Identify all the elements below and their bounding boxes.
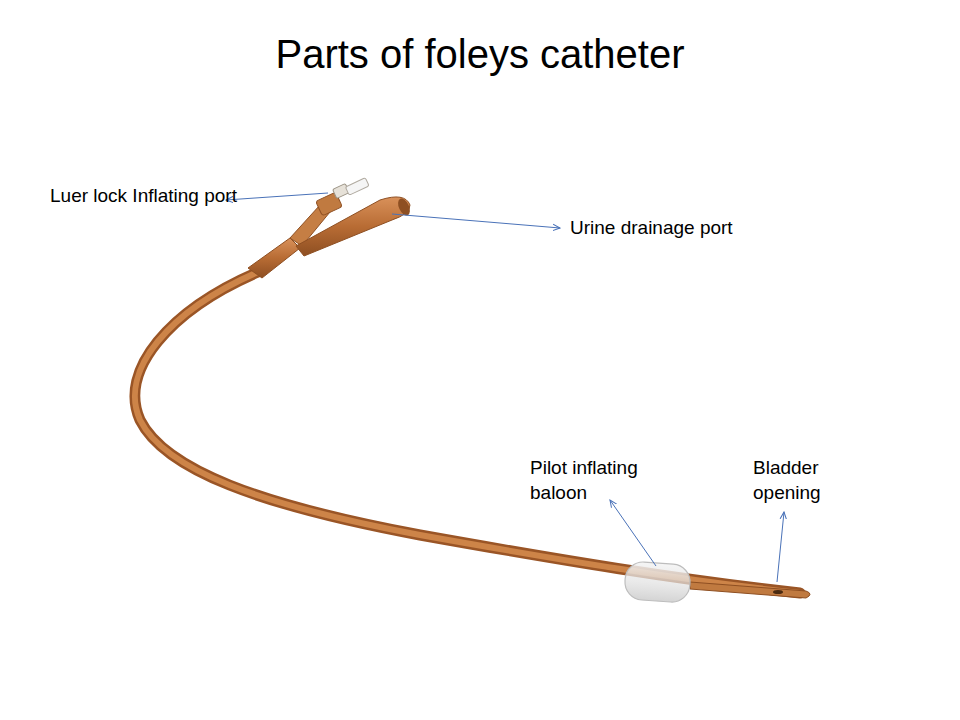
- balloon: [624, 561, 691, 603]
- y-junction: [248, 238, 300, 278]
- part-label: Bladder opening: [753, 456, 853, 505]
- leader-line: [777, 512, 784, 582]
- leader-line: [392, 214, 560, 228]
- diagram-title: Parts of foleys catheter: [0, 28, 960, 80]
- part-label: Luer lock Inflating port: [50, 184, 240, 209]
- part-label: Pilot inflating baloon: [530, 456, 680, 505]
- part-label: Urine drainage port: [570, 216, 810, 241]
- drainage-eye: [773, 590, 783, 594]
- leader-line: [610, 500, 656, 566]
- catheter-shaft-highlight: [135, 272, 800, 593]
- catheter-shaft: [135, 272, 800, 593]
- drainage-funnel: [296, 197, 410, 256]
- catheter-tip: [690, 582, 810, 598]
- luer-cap-end: [345, 178, 369, 195]
- leader-line: [226, 193, 328, 200]
